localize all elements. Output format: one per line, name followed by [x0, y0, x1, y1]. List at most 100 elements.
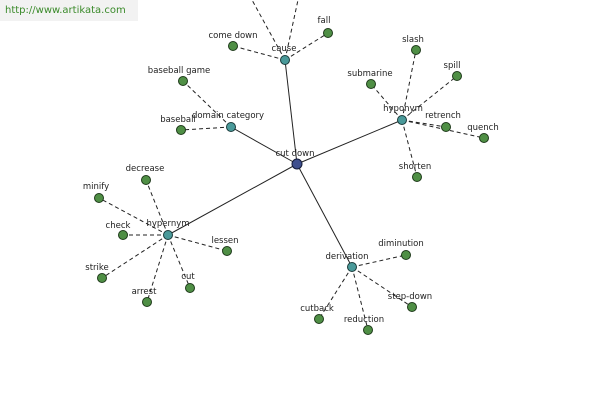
edge-domain-category-to-baseball	[180, 126, 232, 131]
word-node-reduction[interactable]: reduction	[344, 315, 384, 335]
edge-hypernym-to-decrease	[145, 179, 169, 236]
edge-hypernym-to-arrest	[146, 234, 169, 303]
word-node-shorten-marker[interactable]	[412, 172, 422, 182]
word-node-fall-marker[interactable]	[323, 28, 333, 38]
edge-hyponym-to-retrench	[401, 119, 447, 128]
word-node-fall[interactable]: fall	[318, 16, 333, 38]
graph-nodes: come down fall baseball game baseball submar…	[83, 16, 499, 335]
relation-node-derivation[interactable]: derivation	[325, 252, 369, 272]
word-node-cut[interactable]: cut	[181, 272, 195, 293]
word-node-decrease-marker[interactable]	[141, 175, 151, 185]
word-node-diminution[interactable]: diminution	[378, 239, 424, 260]
word-node-quench[interactable]: quench	[467, 123, 499, 143]
word-node-submarine-marker[interactable]	[366, 79, 376, 89]
edge-cause-to-offscreen-2	[284, 0, 299, 61]
word-node-check-label[interactable]: check	[106, 221, 131, 231]
source-url-banner[interactable]: http://www.artikata.com	[0, 0, 138, 21]
word-node-retrench-label[interactable]: retrench	[425, 111, 461, 121]
word-node-check-marker[interactable]	[118, 230, 128, 240]
relation-node-cause-marker[interactable]	[280, 55, 290, 65]
word-node-submarine[interactable]: submarine	[347, 69, 393, 89]
word-node-reduction-label[interactable]: reduction	[344, 315, 384, 325]
edge-cause-to-come-down	[232, 45, 286, 61]
word-node-lessen-label[interactable]: lessen	[211, 236, 238, 246]
word-node-come-down-label[interactable]: come down	[208, 31, 257, 41]
edge-center-to-cause	[284, 59, 298, 165]
relation-node-derivation-marker[interactable]	[347, 262, 357, 272]
word-node-baseball-marker[interactable]	[176, 125, 186, 135]
word-node-decrease-label[interactable]: decrease	[126, 164, 165, 174]
word-node-submarine-label[interactable]: submarine	[347, 69, 392, 79]
word-node-step-down[interactable]: step-down	[388, 292, 432, 312]
edge-derivation-to-cutback	[318, 266, 353, 320]
word-node-decrease[interactable]: decrease	[126, 164, 165, 185]
relation-node-hyponym[interactable]: hyponym	[383, 104, 423, 125]
relation-node-cause[interactable]: cause	[272, 44, 297, 65]
relation-node-domain-category[interactable]: domain category	[192, 111, 264, 132]
word-node-cutback-marker[interactable]	[314, 314, 324, 324]
word-node-shorten[interactable]: shorten	[399, 162, 431, 182]
center-node[interactable]: cut down	[275, 149, 315, 170]
word-node-baseball-game-marker[interactable]	[178, 76, 188, 86]
word-node-step-down-marker[interactable]	[407, 302, 417, 312]
edge-cause-to-fall	[284, 32, 329, 61]
word-node-diminution-label[interactable]: diminution	[378, 239, 423, 249]
word-node-diminution-marker[interactable]	[401, 250, 411, 260]
relation-node-domain-category-label[interactable]: domain category	[192, 111, 264, 121]
relation-node-hypernym[interactable]: hypernym	[146, 219, 190, 240]
relation-node-domain-category-marker[interactable]	[226, 122, 236, 132]
word-node-arrest[interactable]: arrest	[132, 287, 158, 307]
word-node-lessen[interactable]: lessen	[211, 236, 239, 256]
word-node-spill[interactable]: spill	[444, 61, 462, 81]
edge-hypernym-to-minify	[98, 197, 169, 236]
word-node-strike[interactable]: strike	[85, 263, 109, 283]
word-node-step-down-label[interactable]: step-down	[388, 292, 432, 302]
graph-edges	[98, 0, 485, 331]
word-node-minify-marker[interactable]	[94, 193, 104, 203]
word-node-retrench[interactable]: retrench	[425, 111, 461, 132]
relation-node-hyponym-marker[interactable]	[397, 115, 407, 125]
relation-node-cause-label[interactable]: cause	[272, 44, 297, 54]
word-node-minify[interactable]: minify	[83, 182, 109, 203]
edge-derivation-to-diminution	[351, 254, 407, 268]
word-node-cutback-label[interactable]: cutback	[300, 304, 334, 314]
word-node-reduction-marker[interactable]	[363, 325, 373, 335]
word-node-cut-marker[interactable]	[185, 283, 195, 293]
word-node-strike-label[interactable]: strike	[85, 263, 108, 273]
word-node-quench-label[interactable]: quench	[467, 123, 498, 133]
word-node-baseball[interactable]: baseball	[160, 115, 196, 135]
center-node-label[interactable]: cut down	[275, 149, 314, 159]
word-node-minify-label[interactable]: minify	[83, 182, 109, 192]
word-node-check[interactable]: check	[106, 221, 131, 240]
word-node-fall-label[interactable]: fall	[318, 16, 331, 26]
word-node-slash-marker[interactable]	[411, 45, 421, 55]
word-node-strike-marker[interactable]	[97, 273, 107, 283]
word-node-quench-marker[interactable]	[479, 133, 489, 143]
word-node-slash[interactable]: slash	[402, 35, 424, 55]
edge-hyponym-to-submarine	[370, 83, 403, 121]
word-node-baseball-label[interactable]: baseball	[160, 115, 196, 125]
word-node-lessen-marker[interactable]	[222, 246, 232, 256]
word-node-arrest-marker[interactable]	[142, 297, 152, 307]
word-node-come-down[interactable]: come down	[208, 31, 258, 51]
word-node-cutback[interactable]: cutback	[300, 304, 334, 324]
relation-node-hypernym-marker[interactable]	[163, 230, 173, 240]
word-node-baseball-game-label[interactable]: baseball game	[148, 66, 210, 76]
edge-center-to-hypernym	[167, 163, 298, 236]
relation-node-derivation-label[interactable]: derivation	[325, 252, 368, 262]
word-node-cut-label[interactable]: cut	[181, 272, 195, 282]
center-node-marker[interactable]	[291, 158, 303, 170]
relation-node-hyponym-label[interactable]: hyponym	[383, 104, 423, 114]
relation-node-hypernym-label[interactable]: hypernym	[146, 219, 189, 229]
word-node-spill-marker[interactable]	[452, 71, 462, 81]
edge-center-to-domain-category	[230, 126, 298, 165]
edge-hypernym-to-cut	[167, 234, 191, 289]
word-node-baseball-game[interactable]: baseball game	[148, 66, 210, 86]
word-node-spill-label[interactable]: spill	[444, 61, 461, 71]
word-node-slash-label[interactable]: slash	[402, 35, 424, 45]
word-node-retrench-marker[interactable]	[441, 122, 451, 132]
word-node-arrest-label[interactable]: arrest	[132, 287, 158, 297]
word-node-come-down-marker[interactable]	[228, 41, 238, 51]
word-node-shorten-label[interactable]: shorten	[399, 162, 431, 172]
edge-hyponym-to-spill	[401, 75, 458, 121]
